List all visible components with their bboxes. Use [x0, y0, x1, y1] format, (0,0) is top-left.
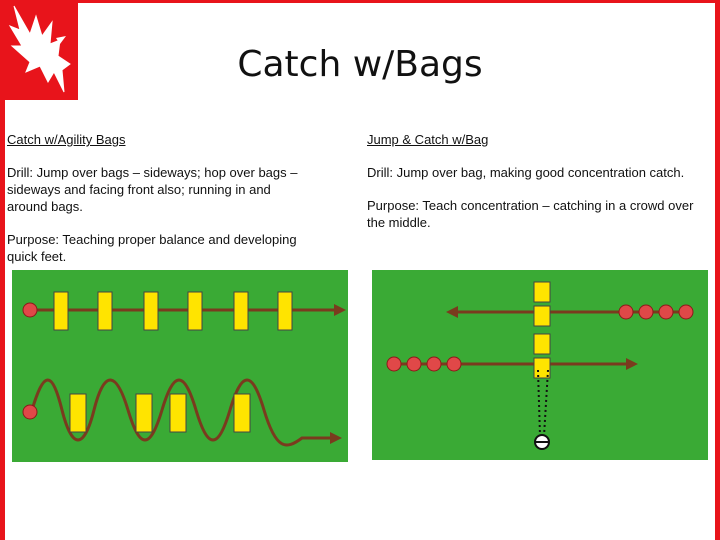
agility-bag-icon: [233, 291, 249, 331]
agility-bag-icon: [533, 305, 551, 327]
player-circle-icon: [426, 356, 442, 372]
agility-bag-icon: [97, 291, 113, 331]
right-purpose-text: Purpose: Teach concentration – catching …: [367, 198, 694, 230]
left-purpose-text: Purpose: Teaching proper balance and dev…: [7, 232, 297, 264]
right-column: Jump & Catch w/Bag Drill: Jump over bag,…: [367, 131, 702, 231]
agility-bags-diagram: [12, 270, 348, 462]
throw-line: [537, 369, 541, 437]
player-circle-icon: [638, 304, 654, 320]
weave-path-line: [30, 378, 338, 447]
agility-bag-icon: [53, 291, 69, 331]
top-arrow-icon: [446, 306, 458, 318]
bottom-arrow-icon: [626, 358, 638, 370]
agility-bag-icon: [533, 333, 551, 355]
top-arrow-icon: [334, 304, 346, 316]
agility-bag-icon: [169, 393, 187, 433]
agility-bag-icon: [143, 291, 159, 331]
player-circle-icon: [446, 356, 462, 372]
right-heading: Jump & Catch w/Bag: [367, 132, 489, 147]
right-drill-text: Drill: Jump over bag, making good concen…: [367, 165, 685, 180]
player-circle-icon: [406, 356, 422, 372]
left-heading: Catch w/Agility Bags: [7, 132, 126, 147]
frame-right-border: [715, 0, 720, 540]
player-circle-icon: [22, 404, 38, 420]
left-column: Catch w/Agility Bags Drill: Jump over ba…: [7, 131, 307, 265]
left-drill-text: Drill: Jump over bags – sideways; hop ov…: [7, 165, 298, 214]
eagle-logo-icon: [0, 0, 78, 100]
agility-bag-icon: [533, 281, 551, 303]
agility-bag-icon: [533, 357, 551, 379]
agility-bag-icon: [69, 393, 87, 433]
slide-title: Catch w/Bags: [237, 44, 483, 85]
player-circle-icon: [22, 302, 38, 318]
throw-line: [543, 369, 549, 437]
bottom-arrow-icon: [330, 432, 342, 444]
player-circle-icon: [678, 304, 694, 320]
agility-bag-icon: [233, 393, 251, 433]
player-circle-icon: [386, 356, 402, 372]
frame-left-border: [0, 0, 5, 540]
agility-bag-icon: [135, 393, 153, 433]
agility-bag-icon: [187, 291, 203, 331]
player-circle-icon: [658, 304, 674, 320]
agility-bag-icon: [277, 291, 293, 331]
player-circle-icon: [618, 304, 634, 320]
jump-catch-diagram: [372, 270, 708, 460]
frame-top-border: [0, 0, 720, 3]
